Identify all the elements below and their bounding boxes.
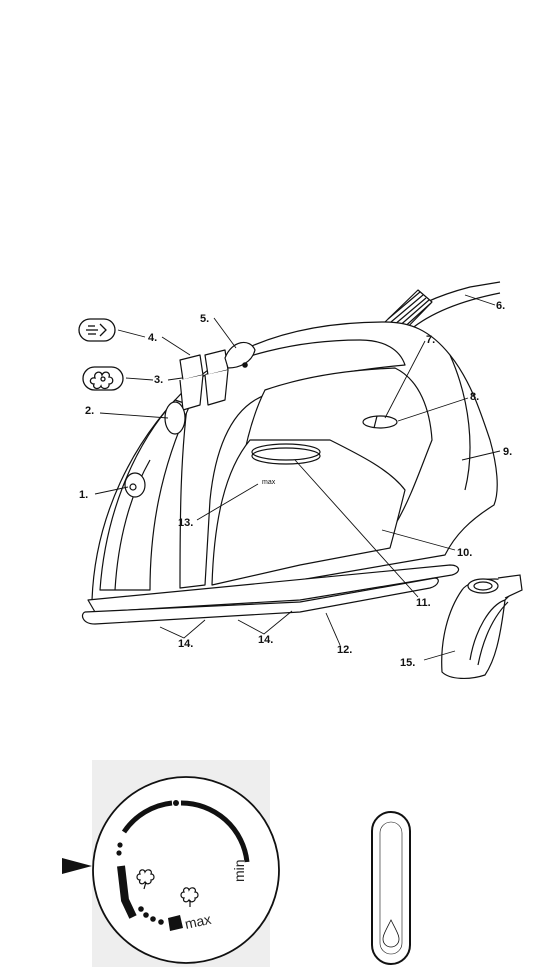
tank-max-mark: max [262,479,276,486]
dial-dot [117,842,122,847]
callout-9: 9. [503,446,512,458]
callout-2: 2. [85,405,94,417]
callout-14b: 14. [258,634,273,646]
callout-11: 11. [416,597,431,609]
callout-8: 8. [470,391,479,403]
callout-12: 12. [337,644,352,656]
callout-4: 4. [148,332,157,344]
spray-icon [79,319,115,341]
triangle-pointer-icon [62,858,92,874]
temperature-dial-panel: max min [62,760,279,967]
dial-dot [116,850,121,855]
temperature-dial [252,444,320,460]
dial-dot [143,912,149,918]
callout-7: 7. [426,334,435,346]
dial-min-label: min [231,859,247,882]
callout-3: 3. [154,374,163,386]
steam-iron: max [82,282,500,624]
dial-dot [138,906,144,912]
callout-15: 15. [400,657,415,669]
callout-13: 13. [178,517,193,529]
steam-control-dot [243,363,247,367]
dial-dot [158,919,164,925]
water-level-gauge [372,812,410,964]
callout-5: 5. [200,313,209,325]
callout-1: 1. [79,489,88,501]
callout-14a: 14. [178,638,193,650]
self-clean-button [363,416,397,428]
steam-burst-icon [83,367,123,390]
measuring-cup [442,575,522,678]
dial-dot [150,916,156,922]
callout-10: 10. [457,547,472,559]
spray-button [180,355,203,410]
dial-top-dot [173,800,179,806]
callout-6: 6. [496,300,505,312]
